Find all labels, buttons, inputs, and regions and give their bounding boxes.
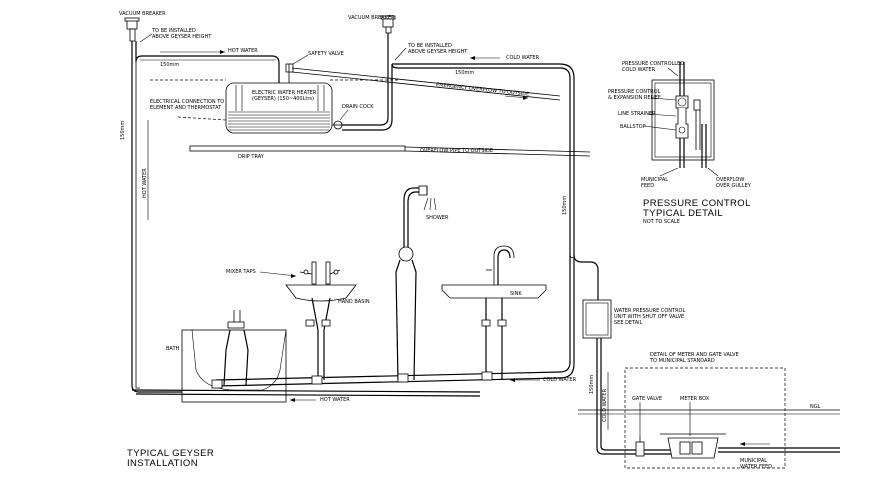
hand-basin xyxy=(285,261,357,380)
main-title-line1: TYPICAL GEYSER xyxy=(127,448,214,459)
cold-water-top-label: COLD WATER xyxy=(506,55,540,61)
line-strainer-label: LINE STRAINER xyxy=(618,111,656,117)
meter-detail-box xyxy=(624,367,786,469)
cold-water-bottom-label: COLD WATER xyxy=(543,377,577,383)
pressure-control-detail xyxy=(651,62,715,168)
gate-valve-label: GATE VALVE xyxy=(632,396,662,402)
hot-water-top-pipe xyxy=(135,41,280,84)
drain-cock-label: DRAIN COCK xyxy=(342,104,374,110)
hot-water-vertical-label: HOT WATER xyxy=(142,168,148,198)
hot-water-top-label: HOT WATER xyxy=(228,48,258,54)
gate-valve xyxy=(635,436,645,457)
vacuum-breaker-left xyxy=(124,17,140,42)
water-pressure-control-unit xyxy=(582,299,612,339)
shower xyxy=(395,185,437,381)
bath-label: BATH xyxy=(166,346,180,352)
ballstop-label: BALLSTOP xyxy=(620,124,646,130)
safety-valve-label: SAFETY VALVE xyxy=(308,51,344,57)
overflow-pipe-label: OVERFLOW PIPE TO OUTSIDE xyxy=(420,148,493,154)
dim-vertical-meter: 150mm xyxy=(589,375,595,394)
cold-water-distribution xyxy=(215,255,571,381)
pc-title-line2: TYPICAL DETAIL xyxy=(643,208,723,219)
dim-150-left: 150mm xyxy=(160,62,179,68)
shower-label: SHOWER xyxy=(426,215,449,221)
main-title-line2: INSTALLATION xyxy=(127,458,198,469)
meter-box-label: METER BOX xyxy=(680,396,710,402)
vacuum-breaker-left-label: VACUUM BREAKER xyxy=(119,11,166,17)
drip-tray xyxy=(189,145,406,152)
pc-expansion-label: PRESSURE CONTROL& EXPANSION RELIEF xyxy=(608,89,661,101)
bath xyxy=(181,310,287,403)
hand-basin-label: HAND BASIN xyxy=(338,299,370,305)
safety-valve xyxy=(285,63,294,73)
cold-water-vertical-label: COLD WATER xyxy=(602,388,608,422)
ngl-label: NGL xyxy=(810,404,821,410)
hot-water-distribution xyxy=(131,389,481,393)
electric-water-heater xyxy=(225,82,333,134)
heater-label: ELECTRIC WATER HEATER(GEYSER) (150~400Lt… xyxy=(252,90,317,102)
vacuum-breaker-right xyxy=(380,15,396,34)
pc-title-line1: PRESSURE CONTROL xyxy=(643,198,751,209)
hot-water-bottom-label: HOT WATER xyxy=(320,397,350,403)
dim-vertical-right: 150mm xyxy=(562,196,568,215)
not-to-scale-label: NOT TO SCALE xyxy=(643,219,680,225)
vacuum-breaker-right-label: VACUUM BREAKER xyxy=(348,15,395,21)
sink xyxy=(441,245,547,380)
drip-tray-label: DRIP TRAY xyxy=(238,154,265,160)
sink-label: SINK xyxy=(510,291,522,297)
overflow-pipe xyxy=(404,146,591,153)
meter-box xyxy=(660,433,726,459)
cold-feed-geyser xyxy=(342,30,389,126)
emergency-overflow-label: EMERGENCY OVERFLOW TO OUTSIDE xyxy=(436,82,530,98)
dim-150-right: 150mm xyxy=(455,70,474,76)
dim-vertical-left: 150mm xyxy=(120,121,126,140)
mixer-taps-label: MIXER TAPS xyxy=(226,269,256,275)
